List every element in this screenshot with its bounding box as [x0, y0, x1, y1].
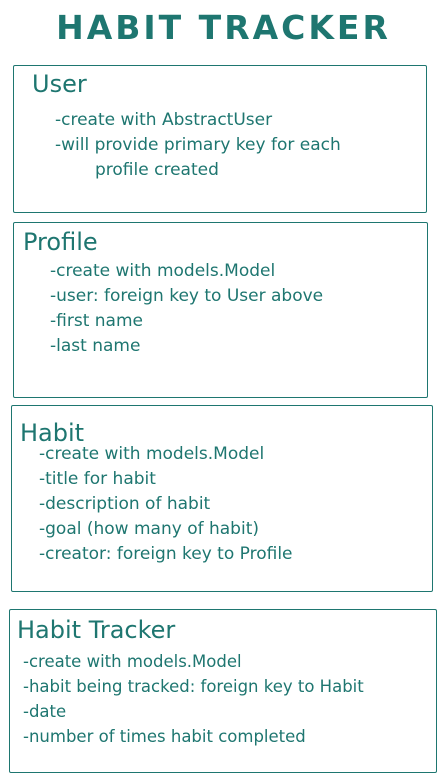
profile-line-2: -user: foreign key to User above	[50, 286, 324, 306]
habit-box-title: Habit	[20, 419, 85, 447]
profile-box-lines: -create with models.Model -user: foreign…	[50, 259, 323, 359]
habit-line-3: -description of habit	[39, 494, 211, 514]
profile-line-3: -first name	[50, 311, 143, 331]
habit-line-4: -goal (how many of habit)	[39, 519, 259, 539]
habit-tracker-line-3: -date	[23, 702, 67, 721]
user-box-title: User	[32, 70, 87, 98]
habit-tracker-box-title: Habit Tracker	[17, 616, 176, 644]
user-model-box: User -create with AbstractUser -will pro…	[13, 65, 427, 213]
habit-model-box: Habit -create with models.Model -title f…	[11, 405, 433, 592]
user-line-3: profile created	[95, 160, 219, 180]
habit-line-1: -create with models.Model	[39, 444, 265, 464]
page-title: HABIT TRACKER	[56, 8, 391, 47]
habit-line-5: -creator: foreign key to Profile	[39, 544, 293, 564]
habit-line-2: -title for habit	[39, 469, 156, 489]
habit-tracker-model-box: Habit Tracker -create with models.Model …	[9, 609, 437, 773]
profile-box-title: Profile	[23, 228, 98, 256]
habit-tracker-line-2: -habit being tracked: foreign key to Hab…	[23, 677, 364, 696]
habit-tracker-line-4: -number of times habit completed	[23, 727, 306, 746]
habit-tracker-box-lines: -create with models.Model -habit being t…	[23, 649, 364, 749]
user-box-lines: -create with AbstractUser -will provide …	[55, 108, 341, 183]
habit-box-lines: -create with models.Model -title for hab…	[39, 442, 293, 567]
profile-line-4: -last name	[50, 336, 141, 356]
profile-line-1: -create with models.Model	[50, 261, 276, 281]
user-line-2: -will provide primary key for each	[55, 135, 341, 155]
profile-model-box: Profile -create with models.Model -user:…	[13, 222, 428, 398]
user-line-1: -create with AbstractUser	[55, 110, 273, 130]
habit-tracker-line-1: -create with models.Model	[23, 652, 242, 671]
